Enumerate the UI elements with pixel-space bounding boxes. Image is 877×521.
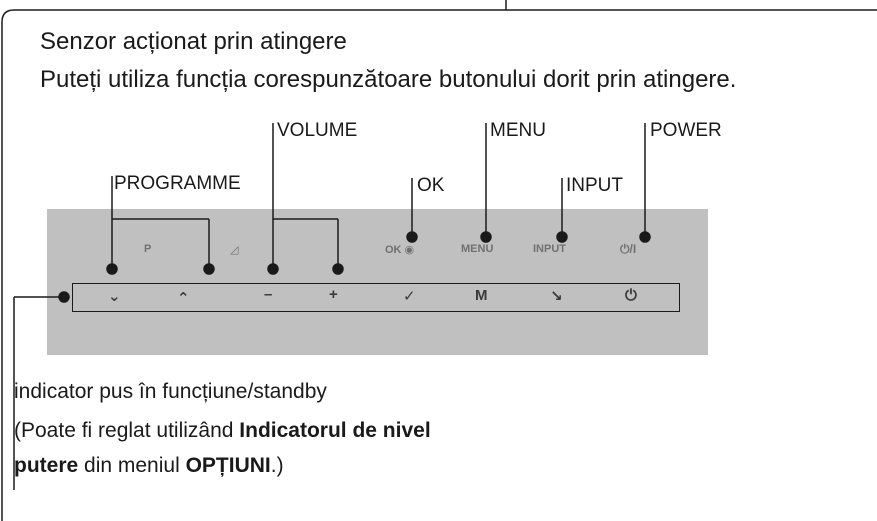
note-line-2: putere din meniul OPȚIUNI.) [14,454,284,477]
volume-up-button[interactable]: + [329,286,338,303]
volume-down-button[interactable]: – [264,286,273,303]
callout-ok: OK [417,175,445,196]
callout-menu: MENU [490,120,546,141]
callout-input: INPUT [566,175,623,196]
touch-button-strip: ⌄ ⌃ – + ✓ M ↘ ⏻ [72,283,680,312]
touch-panel: P ◿ OK ◉ MENU INPUT ⏻/I [47,209,708,355]
menu-button[interactable]: M [475,287,488,304]
ok-check-button[interactable]: ✓ [403,288,416,305]
programme-down-button[interactable]: ⌄ [108,288,121,305]
callout-power: POWER [650,120,722,141]
panel-label-programme: P [144,243,152,255]
callout-volume: VOLUME [277,120,358,141]
callout-programme: PROGRAMME [114,173,241,194]
panel-label-menu: MENU [461,243,494,255]
standby-indicator-label: indicator pus în funcțiune/standby [14,380,327,403]
panel-label-input: INPUT [533,243,566,255]
section-heading: Senzor acționat prin atingere [40,28,347,55]
panel-label-ok: OK ◉ [385,244,415,256]
panel-label-power: ⏻/I [620,242,637,256]
volume-icon: ◿ [230,244,239,256]
input-button[interactable]: ↘ [550,288,563,305]
programme-up-button[interactable]: ⌃ [177,290,190,307]
note-line-1: (Poate fi reglat utilizând Indicatorul d… [14,419,431,442]
power-button[interactable]: ⏻ [625,287,637,304]
instruction-text: Puteți utiliza funcția corespunzătoare b… [40,66,737,93]
